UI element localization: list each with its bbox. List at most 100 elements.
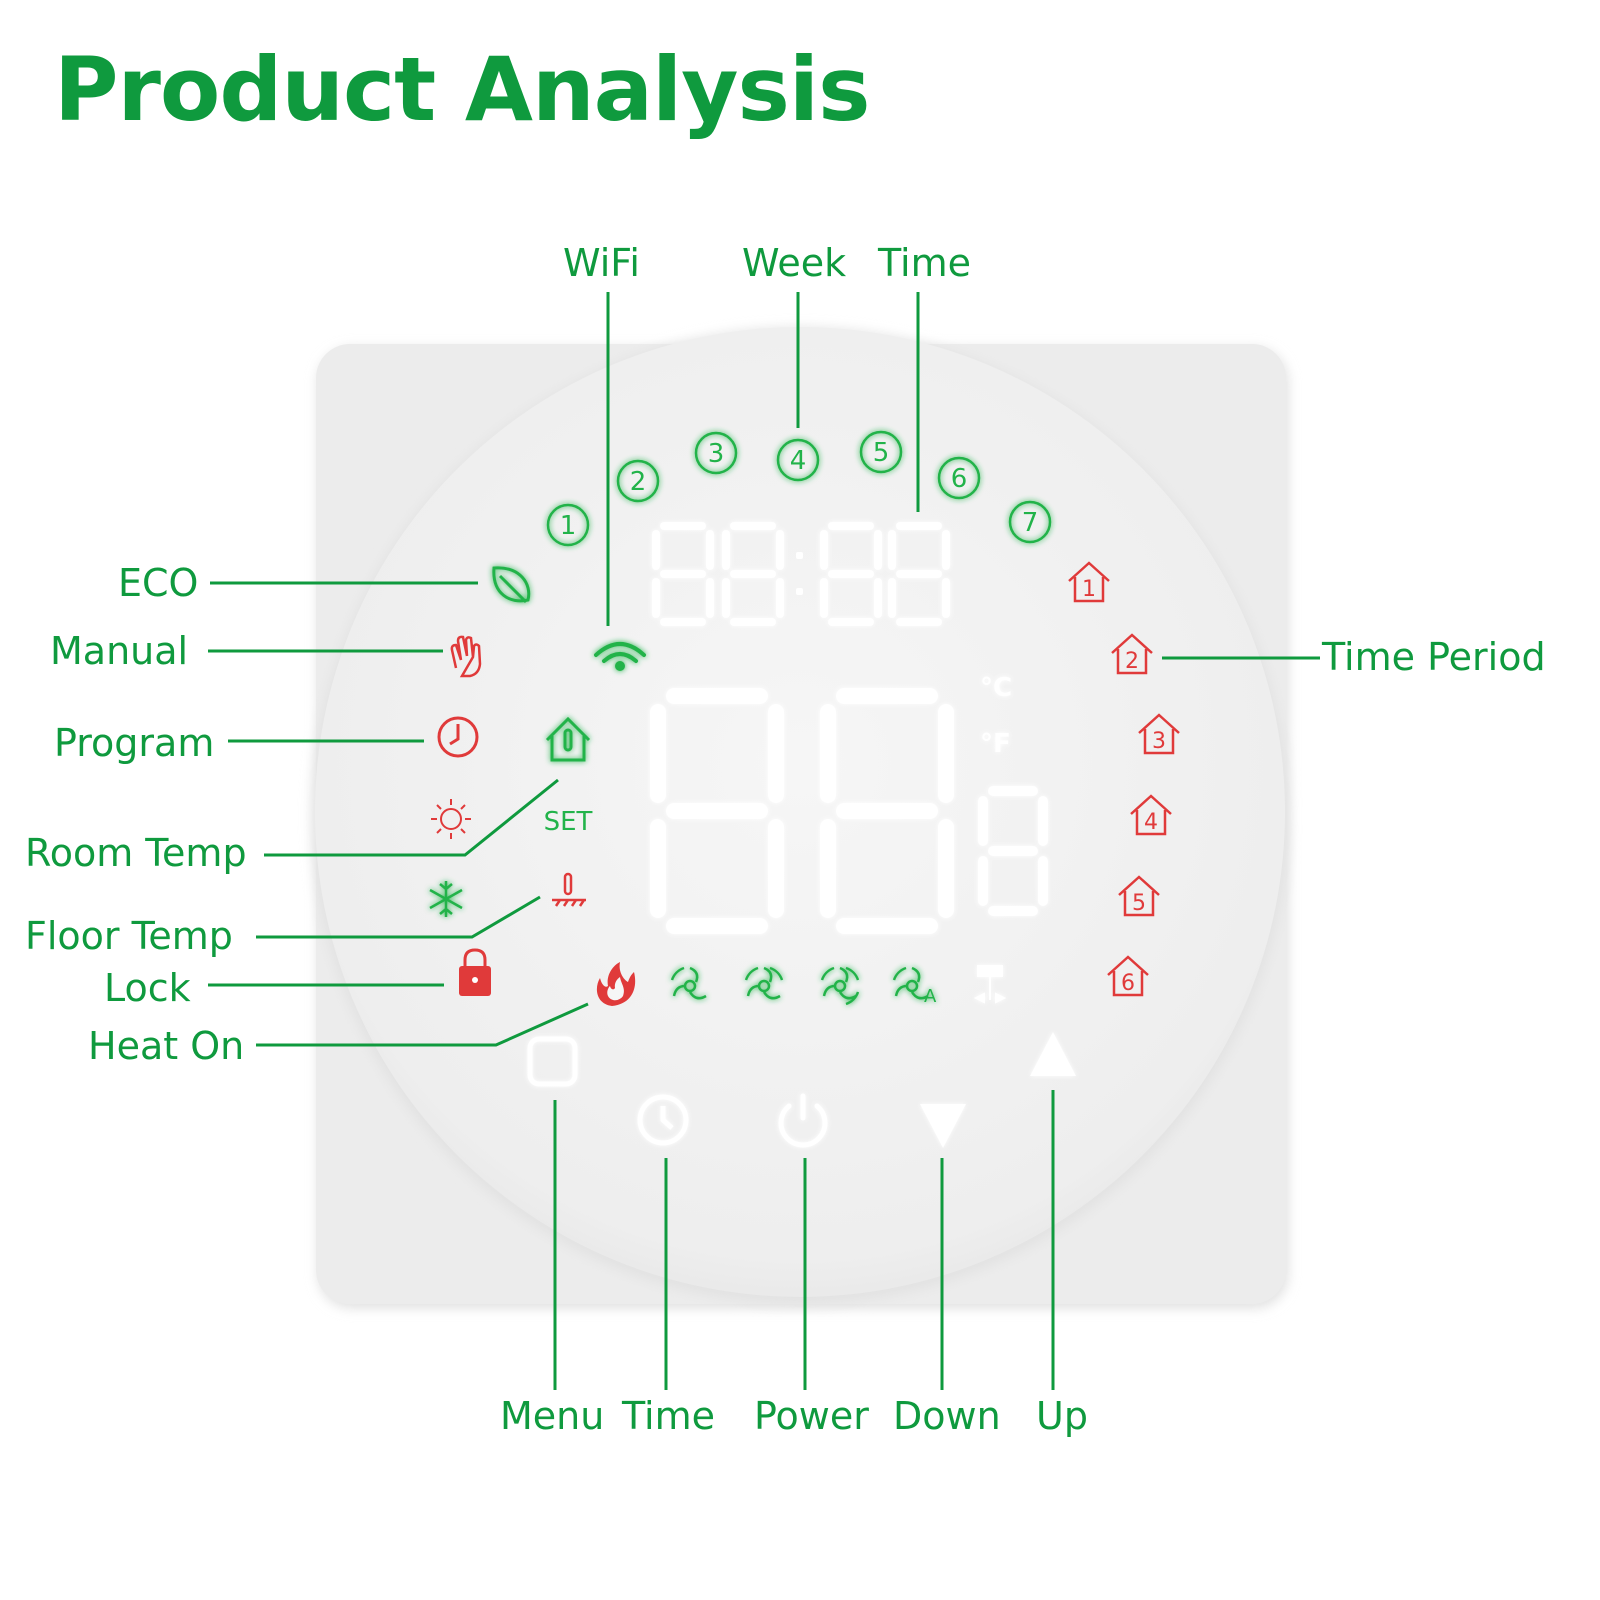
period-4-label: 4	[1144, 810, 1158, 835]
week-day-3-label: 3	[708, 439, 725, 469]
temp-digit-2-segment-5	[820, 819, 836, 918]
clock-digit-1-segment-6	[706, 578, 714, 618]
fan-speed-icons: A	[670, 966, 937, 1007]
clock-digit-1-segment-4	[706, 530, 714, 570]
callout-program: Program	[54, 721, 215, 765]
callout-time-bottom: Time	[622, 1394, 715, 1438]
callout-heat-on: Heat On	[88, 1024, 245, 1068]
menu-button-icon[interactable]	[527, 1036, 578, 1087]
clock-digit-2-segment-3	[722, 530, 730, 570]
callout-lock: Lock	[104, 966, 191, 1010]
period-2-label: 2	[1125, 649, 1139, 674]
time-button-icon[interactable]	[637, 1094, 689, 1146]
clock-digit-2-segment-5	[722, 578, 730, 618]
room-temp-house-icon	[545, 716, 591, 762]
floor-temp-leader	[256, 895, 541, 939]
callout-up: Up	[1036, 1394, 1088, 1438]
page-title: Product Analysis	[54, 38, 870, 141]
week-day-6: 6	[937, 456, 981, 500]
temp-digit-2-segment-4	[938, 704, 954, 803]
clock-digit-1-segment-0	[660, 522, 706, 530]
temp-digit-small-segment-4	[1038, 796, 1048, 846]
period-4-house: 4	[1130, 794, 1172, 836]
clock-digit-4-segment-0	[896, 522, 942, 530]
week-day-1: 1	[546, 503, 590, 547]
valve-icon	[973, 965, 1007, 1004]
period-5-label: 5	[1132, 891, 1146, 916]
fan-medium-icon	[744, 966, 784, 1000]
week-day-3: 3	[694, 431, 738, 475]
temp-digit-1-segment-1	[666, 803, 768, 819]
clock-digit-1-segment-1	[660, 570, 706, 578]
set-indicator: SET	[544, 807, 593, 837]
clock-digit-3-segment-5	[820, 578, 828, 618]
temp-digit-2-segment-2	[836, 918, 938, 934]
callout-time-top: Time	[878, 241, 971, 285]
period-6-house: 6	[1107, 955, 1149, 997]
clock-digit-3-segment-2	[828, 618, 874, 626]
period-2-house: 2	[1111, 633, 1153, 675]
temp-digit-small	[978, 786, 1048, 916]
manual-hand-icon	[450, 635, 482, 678]
week-day-indicators: 1 2 3 4 5 6 7	[546, 430, 1052, 547]
temp-digit-2-segment-3	[820, 704, 836, 803]
clock-digit-4-segment-6	[942, 578, 950, 618]
callout-manual: Manual	[50, 629, 189, 673]
period-3-house: 3	[1138, 713, 1180, 755]
clock-digit-3	[820, 522, 882, 626]
temp-digit-small-segment-6	[1038, 856, 1048, 906]
callout-week: Week	[742, 241, 847, 285]
period-1-label: 1	[1082, 577, 1096, 602]
week-day-2: 2	[616, 459, 660, 503]
clock-digit-2-segment-0	[730, 522, 776, 530]
clock-digit-3-segment-6	[874, 578, 882, 618]
fan-auto-label: A	[924, 986, 937, 1007]
week-day-1-label: 1	[560, 511, 577, 541]
clock-digit-2	[722, 522, 784, 626]
room-temp-leader	[264, 778, 559, 857]
clock-digit-1-segment-5	[652, 578, 660, 618]
temp-digit-small-segment-5	[978, 856, 988, 906]
temp-digit-small-segment-0	[988, 786, 1038, 796]
up-button-icon[interactable]	[1030, 1032, 1076, 1076]
week-day-7: 7	[1008, 500, 1052, 544]
eco-leaf-icon	[492, 566, 531, 604]
temp-digit-1-segment-2	[666, 918, 768, 934]
temp-digit-1-segment-6	[768, 819, 784, 918]
clock-colon	[796, 552, 803, 595]
temp-digit-small-segment-2	[988, 906, 1038, 916]
heat-sun-icon	[431, 799, 471, 839]
period-5-house: 5	[1118, 875, 1160, 917]
temp-digit-small-segment-3	[978, 796, 988, 846]
clock-digit-2-segment-4	[776, 530, 784, 570]
callout-wifi: WiFi	[563, 241, 640, 285]
callout-eco: ECO	[118, 561, 199, 605]
callout-power: Power	[754, 1394, 869, 1438]
temp-digit-1-segment-4	[768, 704, 784, 803]
clock-digit-3-segment-4	[874, 530, 882, 570]
power-button-icon[interactable]	[778, 1093, 828, 1148]
clock-digit-1	[652, 522, 714, 626]
temp-digit-1-segment-5	[650, 819, 666, 918]
clock-digit-3-segment-3	[820, 530, 828, 570]
week-day-5: 5	[859, 430, 903, 474]
lock-padlock-icon	[459, 948, 491, 996]
clock-digit-4-segment-5	[888, 578, 896, 618]
floor-thermometer-icon	[552, 872, 586, 907]
down-button-icon[interactable]	[920, 1104, 966, 1148]
fan-high-icon	[820, 966, 860, 1006]
program-clock-icon	[437, 716, 479, 758]
week-day-6-label: 6	[951, 464, 968, 494]
callout-floor-temp: Floor Temp	[25, 914, 233, 958]
clock-digit-4-segment-4	[942, 530, 950, 570]
period-3-label: 3	[1152, 729, 1166, 754]
week-day-7-label: 7	[1022, 508, 1039, 538]
clock-digit-1-segment-2	[660, 618, 706, 626]
temp-digit-2	[820, 688, 954, 934]
week-day-5-label: 5	[873, 438, 890, 468]
unit-fahrenheit: °F	[980, 729, 1011, 759]
heat-on-leader	[256, 1002, 589, 1047]
week-day-4-label: 4	[790, 446, 807, 476]
clock-digit-1-segment-3	[652, 530, 660, 570]
